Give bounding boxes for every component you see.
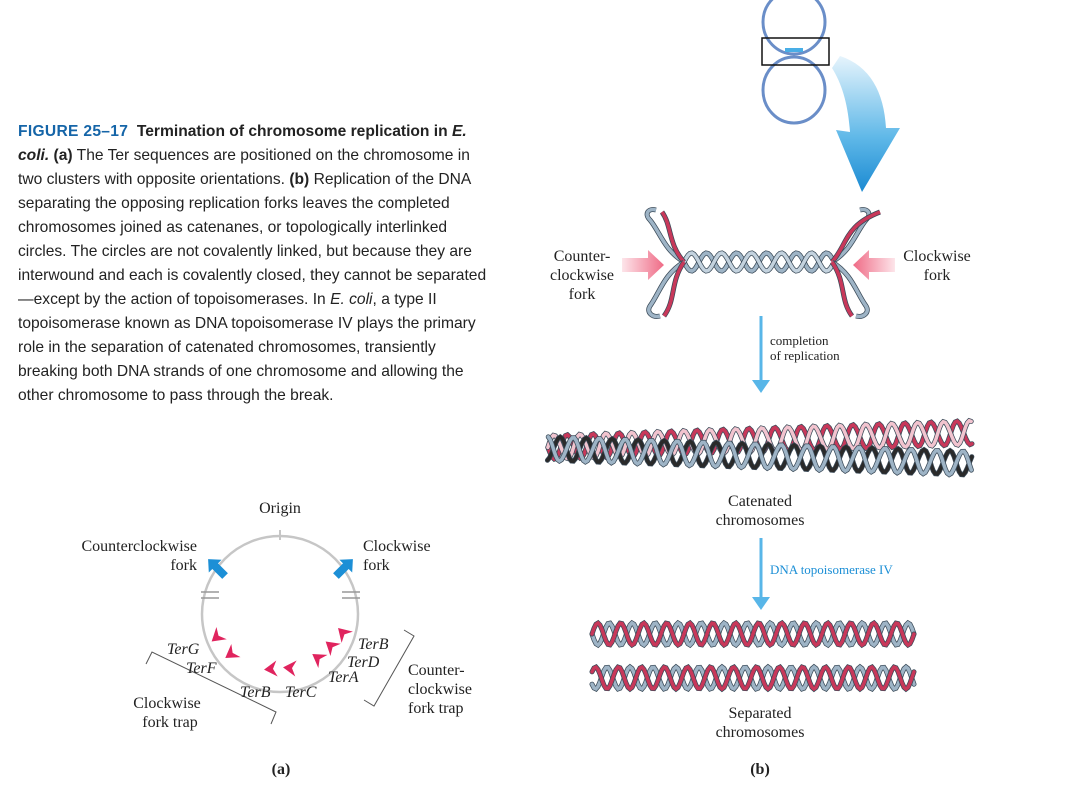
right-fork-label-line2: fork (924, 267, 951, 284)
zoom-arrow-icon (832, 56, 900, 192)
completion-arrow-icon (752, 316, 770, 393)
separated-bottom-strand-a (590, 664, 916, 692)
ter-label-c: TerC (285, 684, 317, 701)
figure-caption: FIGURE 25–17 Termination of chromosome r… (18, 120, 488, 408)
cw-fork-trap-bracket (145, 651, 277, 725)
fork-right-lower-red (830, 260, 854, 318)
separated-chromosome-top (589, 619, 917, 649)
ccw-trap-label-line1: Counter- (408, 662, 465, 679)
cw-trap-label-line1: Clockwise (133, 695, 201, 712)
caption-part-b-text-2: , a type II topoisomerase known as DNA t… (18, 291, 476, 404)
separated-label-line1: Separated (728, 705, 791, 722)
cw-trap-label-line2: fork trap (142, 714, 198, 731)
panel-a-diagram: Origin Counterclockwise fork Clockwise f… (81, 500, 472, 778)
ter-b-right-chevron-icon (338, 628, 353, 643)
ter-label-f: TerF (186, 660, 217, 677)
separated-label-line2: chromosomes (716, 724, 805, 741)
cw-fork-arrow-icon (333, 559, 353, 579)
right-boundary-tick (342, 591, 360, 599)
caption-part-a-text: The Ter sequences are positioned on the … (18, 147, 470, 188)
separated-bottom-strand-b (590, 664, 916, 692)
caption-title-ecoli: E. coli. (18, 123, 467, 164)
ccw-fork-label-line1: Counterclockwise (81, 538, 197, 555)
ter-label-g: TerG (167, 641, 200, 658)
left-fork-label-line2: clockwise (550, 267, 614, 284)
step1-label-line1: completion (770, 333, 829, 348)
fork-middle-strand-b (682, 251, 834, 273)
ccw-fork-label-line2: fork (170, 557, 197, 574)
ter-label-b-right: TerB (358, 636, 389, 653)
catenated-label-line2: chromosomes (716, 512, 805, 529)
caption-part-b-label: (b) (289, 171, 310, 188)
ccw-fork-trap-bracket (363, 629, 415, 707)
replicating-chromosome-icon (761, 0, 830, 125)
topoisomerase-arrow-icon (752, 538, 770, 610)
ccw-trap-label-line2: clockwise (408, 681, 472, 698)
ter-label-d: TerD (347, 654, 380, 671)
fork-left-upper-red (660, 210, 686, 264)
fork-left-lower-red (662, 260, 686, 318)
caption-part-b-text: Replication of the DNA separating the op… (18, 171, 487, 308)
separated-chromosome-bottom (589, 663, 917, 693)
catenated-two-strand-b (546, 435, 974, 477)
caption-part-a-label: (a) (53, 147, 73, 164)
left-boundary-tick (201, 591, 219, 599)
left-fork-label-line3: fork (569, 286, 596, 303)
fork-right-lower-gray (831, 260, 869, 319)
cw-fork-label-line1: Clockwise (363, 538, 431, 555)
ter-c-chevron-icon (283, 660, 297, 677)
step2-label: DNA topoisomerase IV (770, 562, 893, 577)
panel-b-label: (b) (750, 761, 770, 778)
fork-left-lower-gray (647, 260, 685, 319)
ter-f-chevron-icon (225, 644, 241, 659)
ter-g-chevron-icon (211, 627, 227, 642)
replication-fork-dna (644, 207, 881, 319)
ter-b-left-chevron-icon (264, 660, 278, 677)
right-fork-label-line1: Clockwise (903, 248, 971, 265)
ter-d-chevron-icon (325, 641, 341, 656)
fork-right-upper-red (830, 210, 881, 264)
step1-label-line2: of replication (770, 348, 840, 363)
ter-label-a: TerA (328, 669, 359, 686)
figure-label: FIGURE 25–17 (18, 123, 129, 140)
ccw-trap-label-line3: fork trap (408, 700, 464, 717)
catenated-chromosomes-dna (544, 417, 975, 478)
fork-left-upper-gray (645, 207, 685, 264)
origin-label: Origin (259, 500, 301, 517)
ccw-fork-arrow-icon (208, 559, 228, 579)
caption-title: Termination of chromosome replication in (136, 123, 448, 140)
left-fork-label-line1: Counter- (554, 248, 611, 265)
left-fork-pink-arrow-icon (622, 250, 664, 280)
separated-top-strand-b (590, 620, 916, 648)
catenated-label-line1: Catenated (728, 493, 792, 510)
panel-a-label: (a) (272, 761, 291, 778)
zoom-box (761, 37, 830, 66)
ter-label-b-left: TerB (240, 684, 271, 701)
caption-ecoli: E. coli (330, 291, 373, 308)
panel-b-diagram: Counter- clockwise fork Clockwise fork c… (544, 0, 975, 778)
ter-a-chevron-icon (312, 653, 328, 668)
cw-fork-label-line2: fork (363, 557, 390, 574)
right-fork-pink-arrow-icon (853, 250, 895, 280)
